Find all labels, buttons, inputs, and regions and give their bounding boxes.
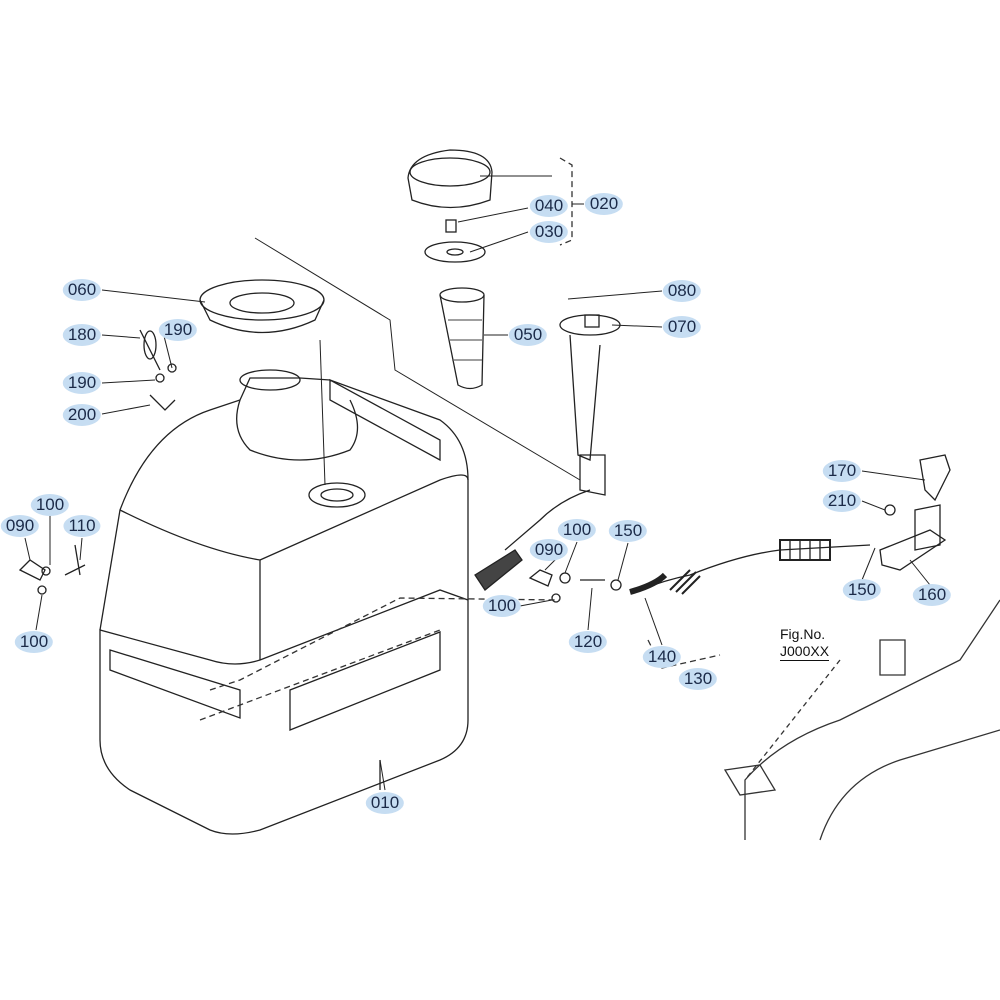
callout-100[interactable]: 100 [482, 595, 522, 617]
callout-190[interactable]: 190 [158, 319, 198, 341]
callout-100[interactable]: 100 [557, 519, 597, 541]
figure-reference-label: Fig.No. [780, 626, 826, 642]
fuel-hose-130 [629, 539, 871, 595]
fuel-gauge-sender-070 [474, 314, 621, 591]
callout-210[interactable]: 210 [822, 490, 862, 512]
callout-030[interactable]: 030 [529, 221, 569, 243]
leader-lines [24, 175, 931, 791]
callout-170[interactable]: 170 [822, 460, 862, 482]
fuel-tank-010 [99, 369, 469, 835]
callout-200[interactable]: 200 [62, 404, 102, 426]
fuel-valve-170 [879, 454, 951, 571]
callout-090[interactable]: 090 [0, 515, 40, 537]
callout-100[interactable]: 100 [14, 631, 54, 653]
figure-reference-number[interactable]: J000XX [780, 643, 830, 661]
callout-120[interactable]: 120 [568, 631, 608, 653]
callout-110[interactable]: 110 [63, 515, 101, 537]
callout-090[interactable]: 090 [529, 539, 569, 561]
callout-040[interactable]: 040 [529, 195, 569, 217]
callout-060[interactable]: 060 [62, 279, 102, 301]
filler-ring-060 [199, 279, 325, 334]
callout-190[interactable]: 190 [62, 372, 102, 394]
callout-160[interactable]: 160 [912, 584, 952, 606]
callout-140[interactable]: 140 [642, 646, 682, 668]
callout-070[interactable]: 070 [662, 316, 702, 338]
callout-100[interactable]: 100 [30, 494, 70, 516]
callout-150[interactable]: 150 [608, 520, 648, 542]
callout-150[interactable]: 150 [842, 579, 882, 601]
callout-180[interactable]: 180 [62, 324, 102, 346]
small-fittings [18, 329, 622, 603]
callout-080[interactable]: 080 [662, 280, 702, 302]
figure-reference: Fig.No. J000XX [780, 626, 830, 661]
cap-020 [407, 149, 493, 263]
callout-130[interactable]: 130 [678, 668, 718, 690]
strainer-050 [439, 287, 485, 390]
callout-050[interactable]: 050 [508, 324, 548, 346]
frame-reference [723, 599, 1000, 841]
callout-020[interactable]: 020 [584, 193, 624, 215]
callout-010[interactable]: 010 [365, 792, 405, 814]
